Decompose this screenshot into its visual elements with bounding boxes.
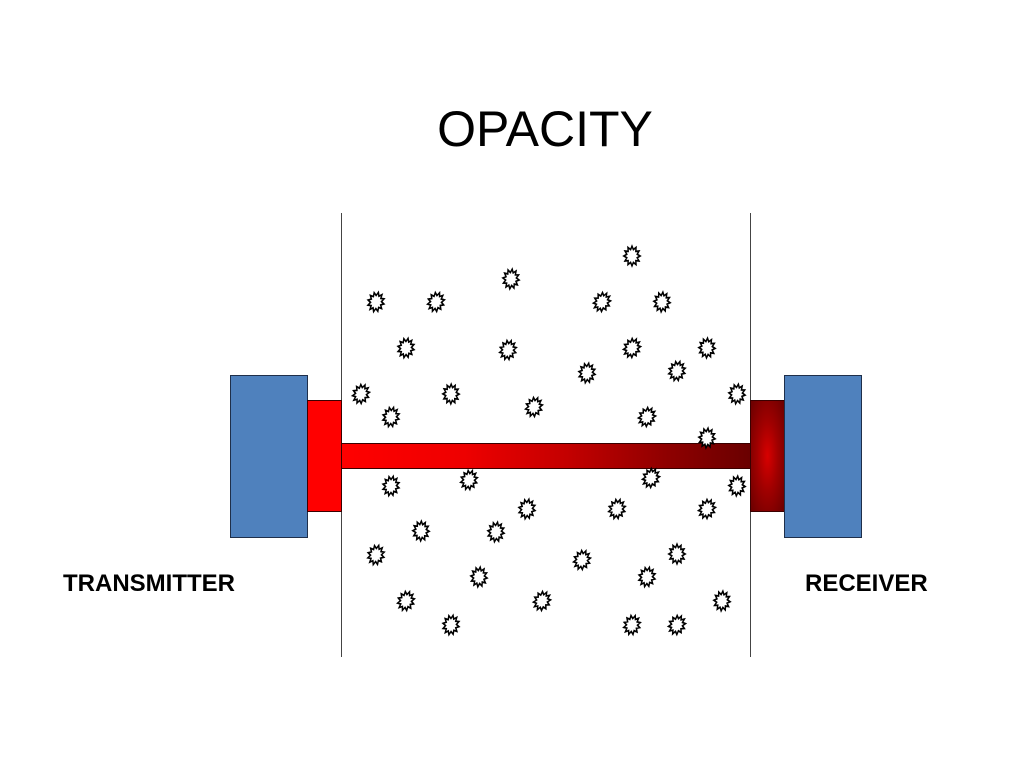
starburst-icon	[607, 497, 627, 521]
starburst-icon	[637, 565, 657, 589]
starburst-icon	[441, 382, 461, 406]
starburst-icon	[621, 336, 643, 360]
starburst-icon	[696, 497, 718, 521]
starburst-icon	[486, 520, 506, 544]
starburst-icon	[727, 382, 747, 406]
starburst-icon	[652, 290, 672, 314]
starburst-icon	[395, 589, 417, 613]
starburst-icon	[622, 613, 642, 637]
light-beam	[341, 443, 751, 469]
starburst-icon	[498, 338, 518, 362]
starburst-icon	[727, 474, 747, 498]
starburst-icon	[666, 613, 688, 637]
starburst-icon	[523, 395, 545, 419]
starburst-icon	[366, 290, 386, 314]
starburst-icon	[459, 468, 479, 492]
starburst-icon	[425, 290, 447, 314]
starburst-icon	[622, 244, 642, 268]
starburst-icon	[636, 405, 658, 429]
starburst-icon	[571, 548, 593, 572]
starburst-icon	[667, 542, 687, 566]
transmitter-box	[230, 375, 308, 538]
starburst-icon	[697, 336, 717, 360]
starburst-icon	[381, 405, 401, 429]
starburst-icon	[501, 267, 521, 291]
starburst-icon	[350, 382, 372, 406]
starburst-icon	[531, 589, 553, 613]
starburst-icon	[441, 613, 461, 637]
receiver-lens	[750, 400, 785, 512]
diagram-title: OPACITY	[437, 101, 653, 157]
transmitter-lens	[307, 400, 342, 512]
starburst-icon	[577, 361, 597, 385]
starburst-icon	[667, 359, 687, 383]
transmitter-label: TRANSMITTER	[63, 570, 235, 597]
starburst-icon	[366, 543, 386, 567]
starburst-icon	[381, 474, 401, 498]
starburst-icon	[396, 336, 416, 360]
starburst-icon	[591, 290, 613, 314]
receiver-box	[784, 375, 862, 538]
starburst-icon	[640, 466, 662, 490]
starburst-icon	[469, 565, 489, 589]
receiver-label: RECEIVER	[805, 570, 928, 597]
starburst-icon	[517, 497, 537, 521]
starburst-icon	[411, 519, 431, 543]
starburst-icon	[712, 589, 732, 613]
